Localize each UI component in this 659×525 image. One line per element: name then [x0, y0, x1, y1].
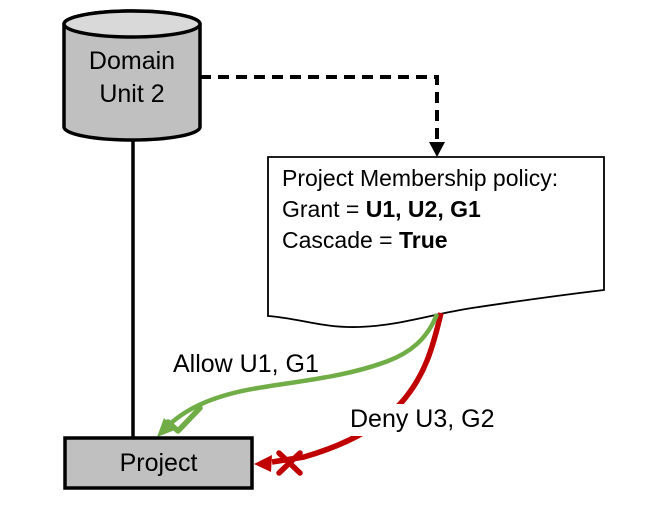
policy-grant-line: Grant = U1, U2, G1 — [282, 194, 558, 225]
policy-note-text: Project Membership policy: Grant = U1, U… — [282, 163, 558, 256]
domain-unit-label: Domain Unit 2 — [64, 45, 200, 111]
policy-cascade-value: True — [399, 227, 448, 253]
policy-note-title: Project Membership policy: — [282, 165, 559, 191]
cylinder-top-ellipse — [62, 9, 202, 39]
domain-unit-label-line1: Domain — [88, 47, 176, 75]
policy-link-dashed-arrow — [200, 75, 439, 144]
check-icon — [165, 405, 203, 434]
policy-cascade-line: Cascade = True — [282, 225, 558, 256]
project-node-label: Project — [119, 448, 198, 477]
domain-unit-label-line2: Unit 2 — [99, 80, 165, 108]
policy-note-shape — [267, 156, 605, 328]
policy-grant-label: Grant = — [282, 196, 366, 222]
deny-arrowhead — [254, 455, 272, 472]
policy-cascade-label: Cascade = — [282, 227, 399, 253]
allow-edge-label: Allow U1, G1 — [173, 350, 319, 378]
allow-arrowhead — [157, 418, 175, 437]
project-box — [63, 436, 254, 490]
down-arrowhead-icon — [429, 142, 445, 157]
deny-arrow — [271, 312, 444, 465]
cross-icon — [276, 450, 303, 476]
allow-arrow — [167, 313, 440, 427]
deny-edge-label: Deny U3, G2 — [344, 404, 501, 436]
policy-grant-value: U1, U2, G1 — [365, 196, 481, 222]
